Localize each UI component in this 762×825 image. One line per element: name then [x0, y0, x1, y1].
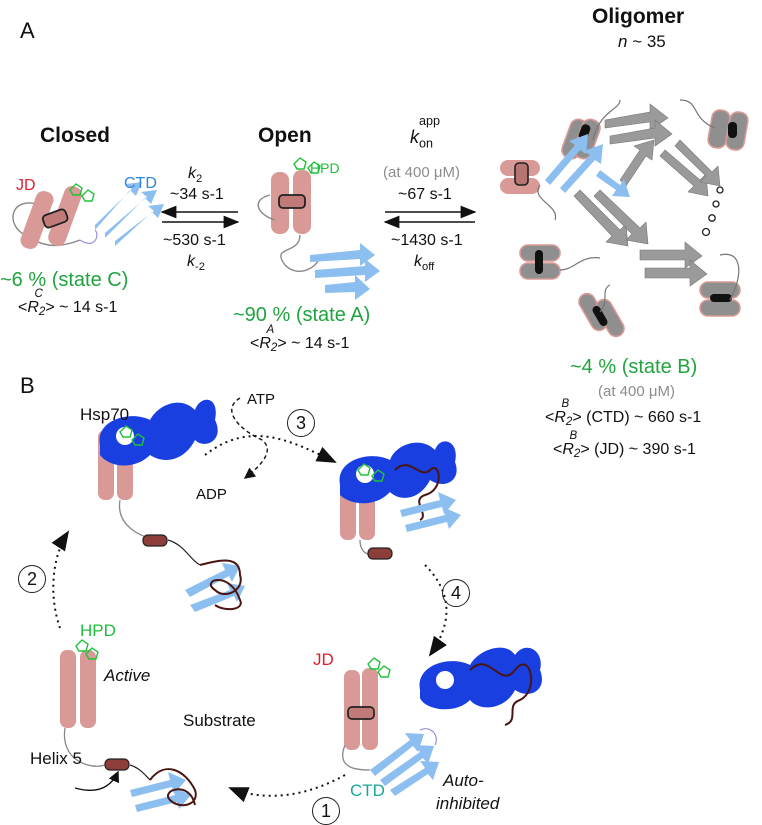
oligomer-jd-bottomright [699, 281, 741, 317]
hsp70-label: Hsp70 [80, 405, 130, 424]
step2-arrow [51, 530, 70, 629]
oligomer-jd-left [500, 160, 540, 194]
oligomer-n: n ~ 35 [618, 32, 666, 51]
equilibrium-arrows-open-oligomer [383, 205, 477, 229]
hsp70-jdp-complex-top-right [339, 441, 461, 560]
step1-arrow [228, 774, 346, 803]
oligomer-jd-topright [707, 109, 749, 151]
step1-marker: 1 [312, 797, 340, 825]
step3-marker: 3 [287, 409, 315, 437]
auto-inhibited-structure [342, 657, 439, 796]
active-jdp-structure [60, 639, 197, 812]
helix5-label: Helix 5 [30, 749, 82, 768]
open-hpd-label: HPD [310, 160, 340, 176]
helix5-arrow [74, 770, 119, 791]
kon-concentration: (at 400 μM) [383, 164, 460, 181]
open-percent: ~90 % (state A) [233, 304, 371, 326]
oligomer-jd-bottom [578, 292, 625, 338]
k2-label: k2 [188, 165, 203, 186]
oligomer-title: Oligomer [592, 5, 685, 28]
open-state-structure [257, 157, 380, 300]
jd-label: JD [313, 650, 334, 669]
km2-label: k-2 [187, 253, 205, 274]
koff-label: koff [414, 253, 435, 274]
equilibrium-arrows-closed-open [160, 205, 240, 229]
substrate-label: Substrate [183, 711, 256, 730]
open-title: Open [258, 124, 312, 147]
k2-value: ~34 s-1 [170, 186, 224, 203]
step4-arrow [424, 564, 448, 657]
kon-value: ~67 s-1 [398, 186, 452, 203]
hsp70-substrate-complex [419, 647, 542, 726]
step2-marker: 2 [18, 565, 46, 593]
closed-ctd-label: CTD [124, 175, 157, 192]
ctd-label: CTD [350, 781, 385, 800]
closed-state-structure [12, 182, 164, 250]
active-label: Active [104, 666, 151, 685]
oligomer-concentration: (at 400 μM) [598, 383, 675, 400]
oligomer-percent: ~4 % (state B) [570, 356, 698, 378]
oligomer-jd-bottomleft [519, 244, 561, 280]
atp-label: ATP [247, 391, 276, 408]
closed-jd-label: JD [16, 177, 36, 194]
hsp70-jdp-complex-top-left [98, 399, 245, 612]
adp-label: ADP [196, 486, 227, 503]
closed-percent: ~6 % (state C) [0, 269, 129, 291]
panel-a-label: A [20, 18, 35, 43]
koff-value: ~1430 s-1 [391, 232, 463, 249]
hpd-label: HPD [80, 621, 116, 640]
inhibited-label: inhibited [436, 794, 500, 813]
closed-title: Closed [40, 124, 111, 147]
step4-marker: 4 [442, 579, 470, 607]
oligomer-structure [500, 99, 749, 338]
atp-adp-exchange-arrows [204, 397, 337, 479]
auto-label: Auto- [443, 771, 484, 790]
panel-b-label: B [20, 373, 35, 398]
km2-value: ~530 s-1 [163, 232, 226, 249]
